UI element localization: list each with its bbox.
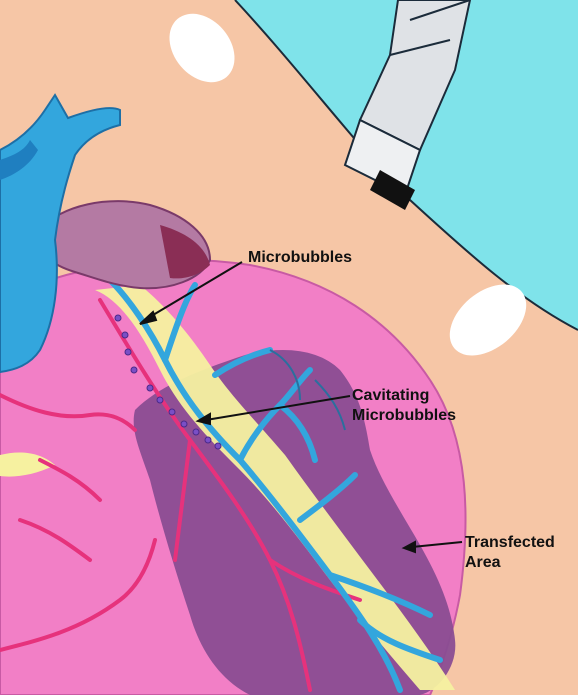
label-transfected-2: Area xyxy=(465,554,501,571)
label-cavitating-1: Cavitating xyxy=(352,387,429,404)
label-transfected-1: Transfected xyxy=(465,534,555,551)
label-cavitating-2: Microbubbles xyxy=(352,407,456,424)
label-microbubbles: Microbubbles xyxy=(248,249,352,266)
